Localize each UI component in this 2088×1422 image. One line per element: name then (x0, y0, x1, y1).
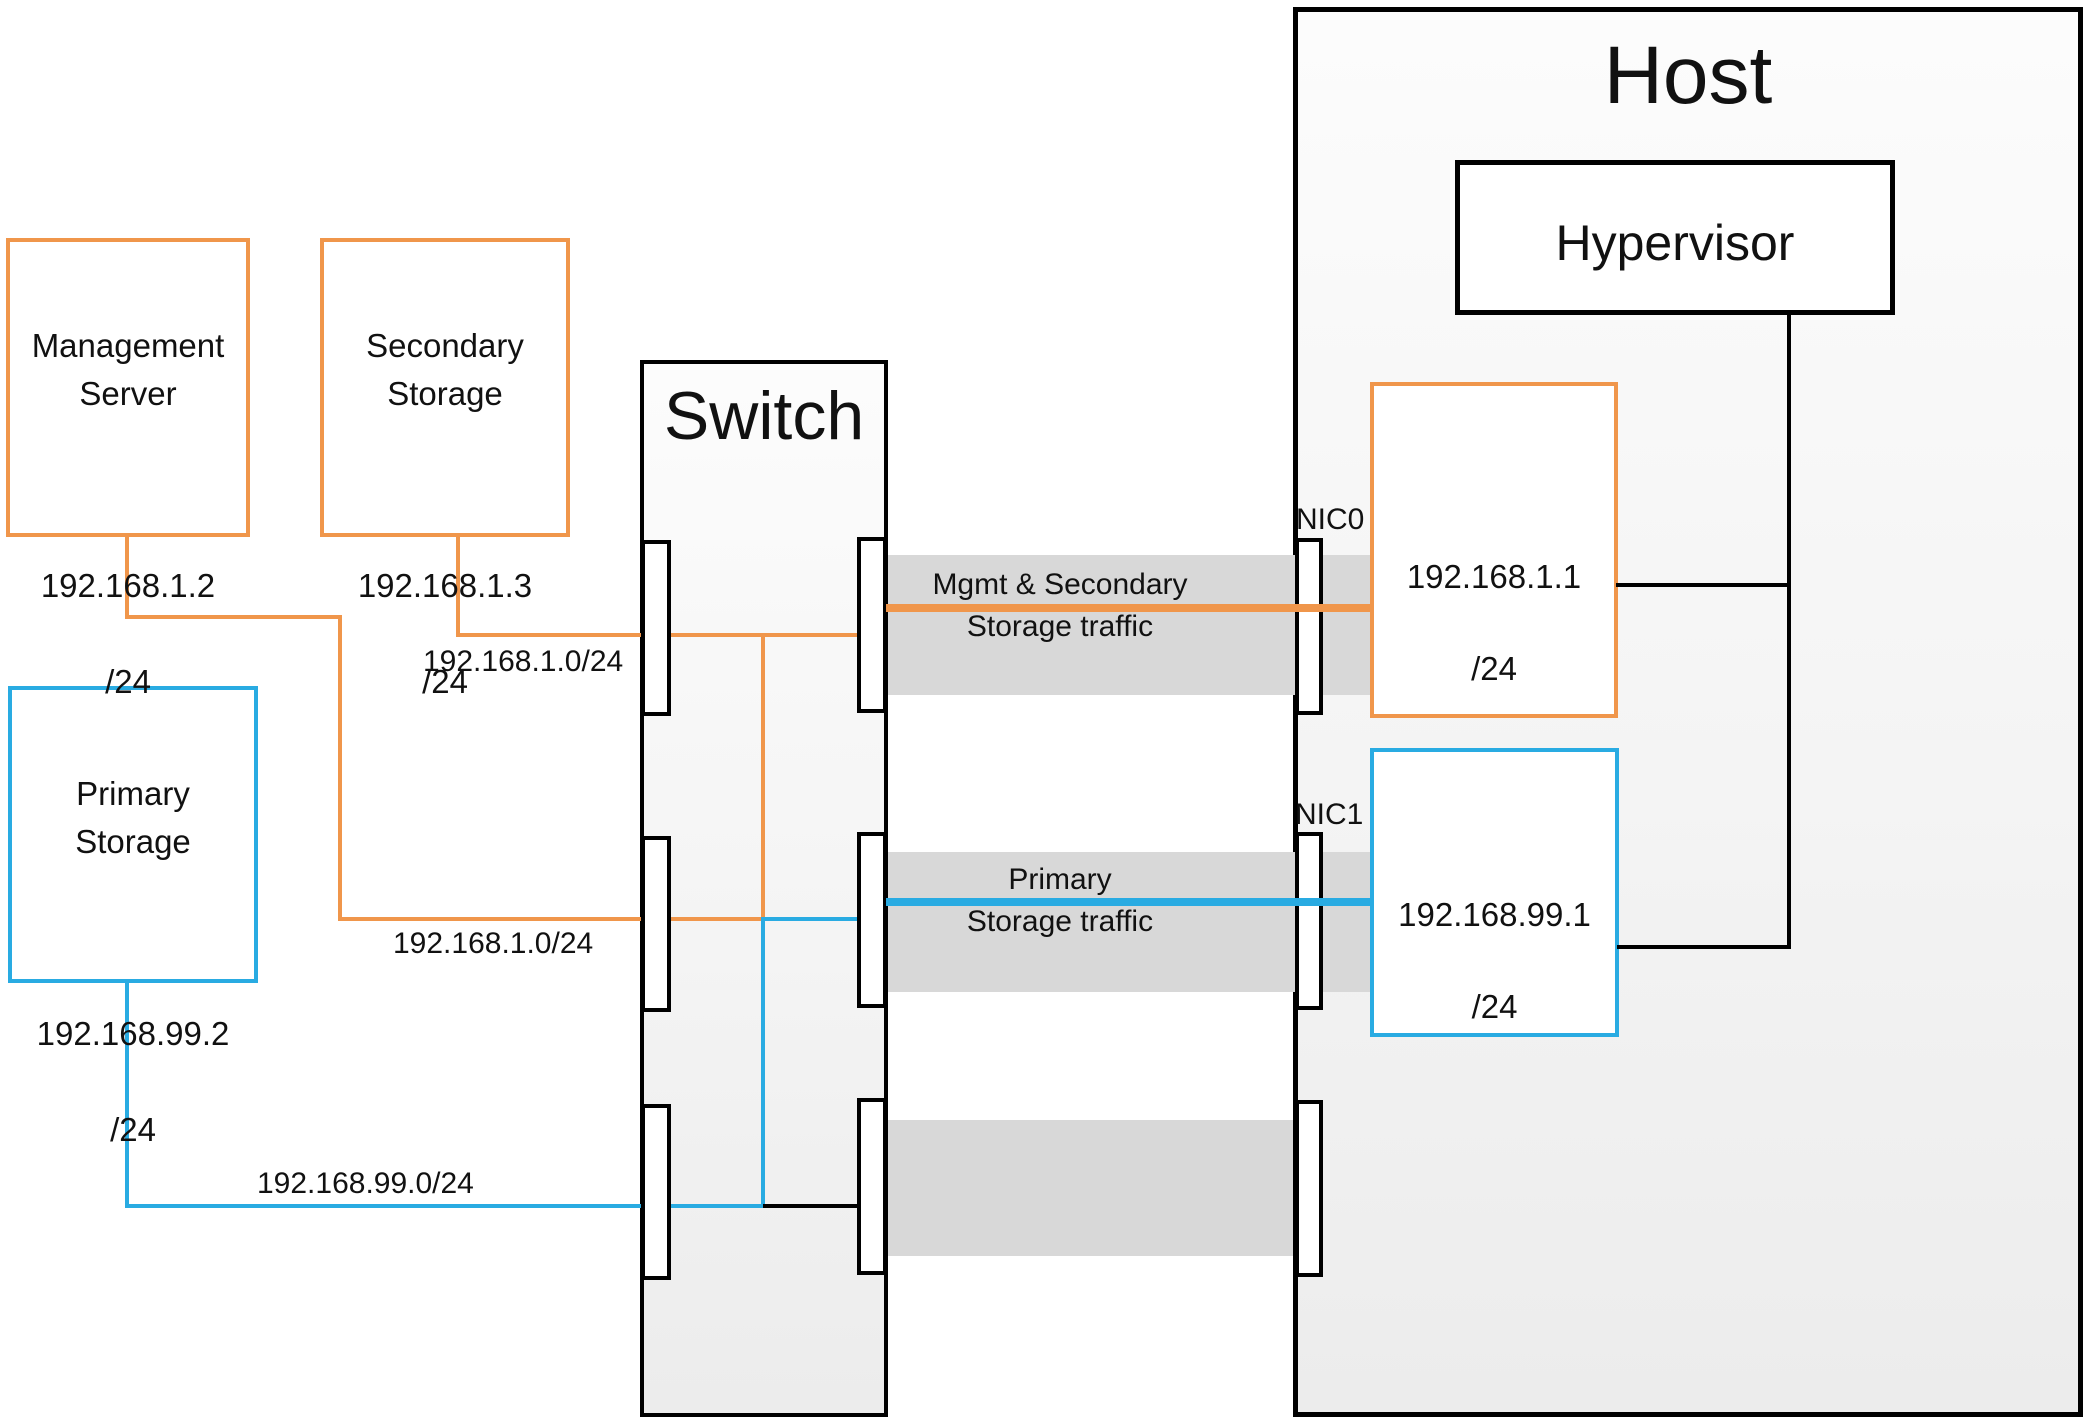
switch-internal-black-stub (763, 1204, 861, 1208)
secondary-link-v (456, 537, 460, 637)
secondary-storage-name: Secondary Storage (366, 327, 524, 412)
nic0-ip-address: 192.168.1.1 (1406, 558, 1582, 595)
nic0-ip-mask: /24 (1471, 650, 1517, 687)
nic1-ip-mask: /24 (1471, 988, 1518, 1025)
primary-link-h (125, 1204, 765, 1208)
host-port-nic1 (1295, 832, 1323, 1010)
switch-left-port-1 (641, 540, 671, 716)
nic0-box (1370, 382, 1618, 718)
switch-right-port-3 (857, 1098, 887, 1275)
primary-traffic-label: Primary Storage traffic (966, 863, 1154, 938)
primary-storage-mask: /24 (110, 1111, 156, 1148)
nic0-label: NIC0 (1296, 503, 1365, 536)
traffic-band-bottom (888, 1120, 1293, 1256)
switch-title: Switch (663, 378, 865, 454)
hypervisor-link-nic1-h (1617, 945, 1789, 949)
switch-internal-blue-riser (761, 917, 765, 1208)
secondary-storage-box (320, 238, 570, 537)
hypervisor-box (1455, 160, 1895, 315)
mgmt-traffic-label: Mgmt & Secondary Storage traffic (932, 568, 1188, 643)
mgmt-link-h1 (125, 615, 342, 619)
management-server-box (6, 238, 250, 537)
primary-storage-name: Primary Storage (75, 775, 191, 860)
traffic-band-top (888, 555, 1370, 695)
switch-right-port-2 (857, 832, 887, 1008)
secondary-storage-mask: /24 (422, 663, 468, 700)
secondary-subnet-label: 192.168.1.0/24 (423, 645, 624, 678)
management-server-mask: /24 (105, 663, 151, 700)
nic0-ip: 192.168.1.1 /24 (1370, 508, 1618, 738)
host-title: Host (1603, 30, 1773, 121)
mgmt-link-v1 (125, 537, 129, 619)
secondary-storage-ip: 192.168.1.3 (357, 567, 533, 604)
traffic-band-middle (888, 852, 1370, 992)
switch-left-port-3 (641, 1104, 671, 1280)
management-subnet-label: 192.168.1.0/24 (393, 927, 594, 960)
host-port-nic0 (1295, 538, 1323, 715)
primary-storage-box (8, 686, 258, 983)
primary-subnet-label: 192.168.99.0/24 (257, 1167, 474, 1200)
hypervisor-link-nic0-h (1616, 583, 1789, 587)
switch-internal-blue-stub (763, 917, 861, 921)
management-server-name: Management Server (31, 327, 225, 412)
nic1-ip-address: 192.168.99.1 (1398, 896, 1591, 933)
host-port-3 (1295, 1100, 1323, 1277)
hypervisor-link-v (1787, 315, 1791, 949)
management-server-ip: 192.168.1.2 (40, 567, 216, 604)
switch-right-port-1 (857, 537, 887, 713)
switch-left-port-2 (641, 836, 671, 1012)
hypervisor-label: Hypervisor (1555, 215, 1795, 271)
primary-traffic-line (886, 898, 1372, 906)
mgmt-traffic-line (886, 604, 1372, 612)
primary-storage-text: Primary Storage 192.168.99.2 /24 (8, 722, 258, 1202)
mgmt-link-h2 (338, 917, 861, 921)
management-server-text: Management Server 192.168.1.2 /24 (6, 274, 250, 754)
mgmt-link-v2 (338, 615, 342, 921)
primary-link-v (125, 980, 129, 1208)
nic1-ip: 192.168.99.1 /24 (1370, 846, 1619, 1076)
secondary-storage-text: Secondary Storage 192.168.1.3 /24 (320, 274, 570, 754)
switch-internal-orange-branch (761, 633, 765, 921)
nic1-label: NIC1 (1295, 798, 1364, 831)
primary-storage-ip: 192.168.99.2 (36, 1015, 230, 1052)
nic1-box (1370, 748, 1619, 1037)
